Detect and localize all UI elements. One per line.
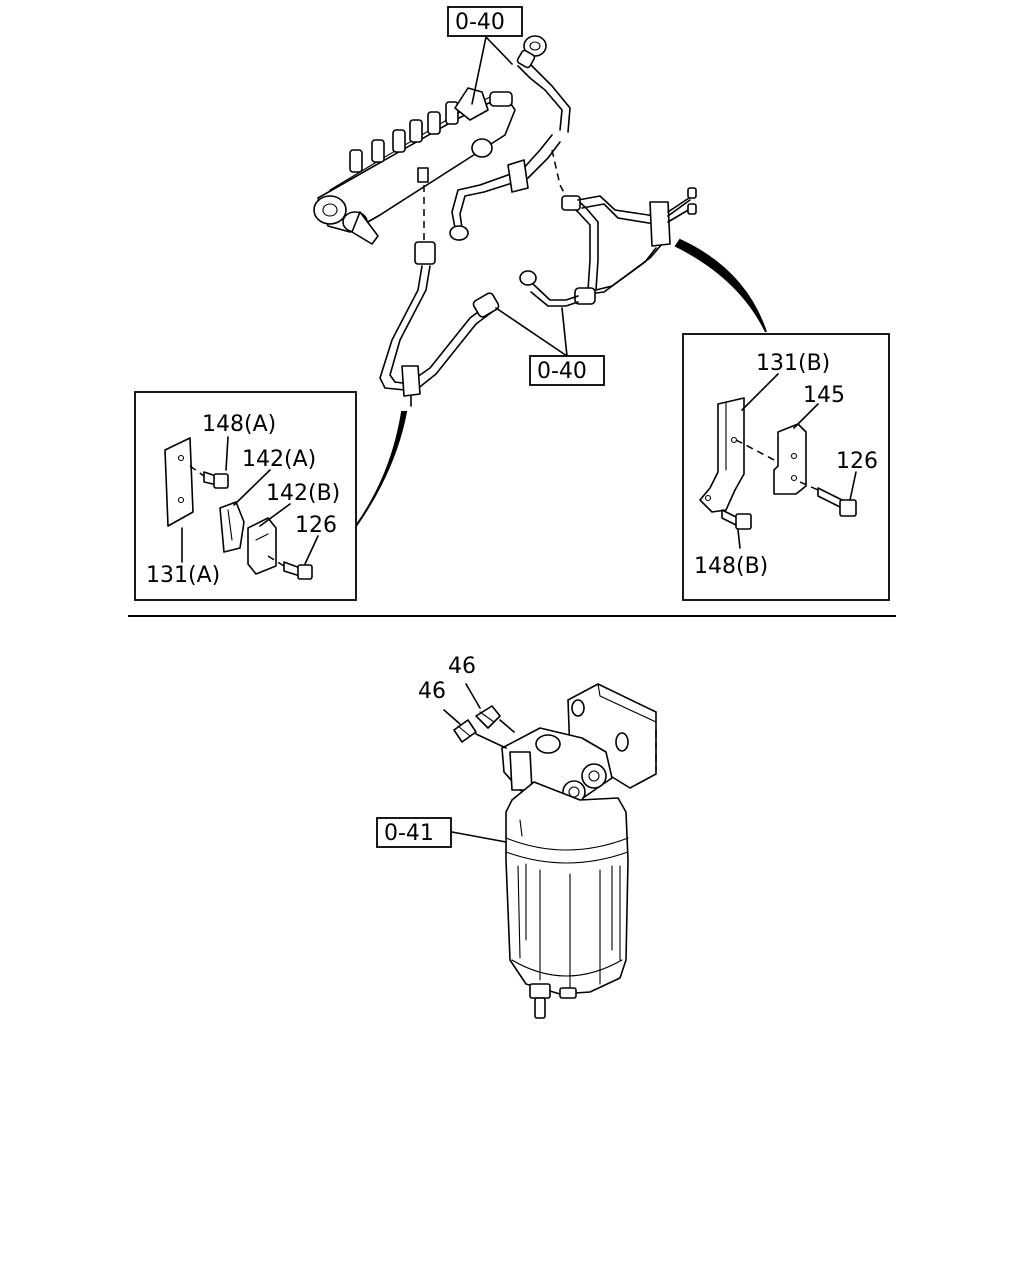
plug-46-lower xyxy=(453,719,477,743)
bracket-131b xyxy=(699,397,745,513)
bracket-131a xyxy=(164,437,194,527)
clamp-142a xyxy=(219,501,245,553)
callout-ref-filter-label: 0-41 xyxy=(384,821,434,846)
detail-leader-right xyxy=(674,238,767,333)
label-148a: 148(A) xyxy=(202,412,276,437)
inset-left xyxy=(134,391,357,601)
label-131b: 131(B) xyxy=(756,351,830,376)
callout-ref-filter[interactable]: 0-41 xyxy=(376,817,507,848)
label-145: 145 xyxy=(803,383,845,408)
label-46-lower: 46 xyxy=(418,679,446,704)
fuel-rail-assembly xyxy=(313,87,516,245)
fuel-pipes xyxy=(379,35,697,407)
label-126-right: 126 xyxy=(836,449,878,474)
callout-ref-top[interactable]: 0-40 xyxy=(447,6,523,105)
label-131a: 131(A) xyxy=(146,563,220,588)
clamp-142b xyxy=(247,517,277,575)
callout-ref-top-label: 0-40 xyxy=(455,10,505,35)
detail-leader-left xyxy=(355,411,408,527)
label-142a: 142(A) xyxy=(242,447,316,472)
label-142b: 142(B) xyxy=(266,481,340,506)
fuel-filter-assembly xyxy=(443,683,657,1019)
label-46-upper: 46 xyxy=(448,654,476,679)
label-126-left: 126 xyxy=(295,513,337,538)
callout-ref-mid-label: 0-40 xyxy=(537,359,587,384)
plug-46-upper xyxy=(475,705,501,729)
clamp-145 xyxy=(773,423,807,495)
inset-right xyxy=(682,333,890,601)
label-148b: 148(B) xyxy=(694,554,768,579)
callout-ref-mid[interactable]: 0-40 xyxy=(495,307,605,386)
